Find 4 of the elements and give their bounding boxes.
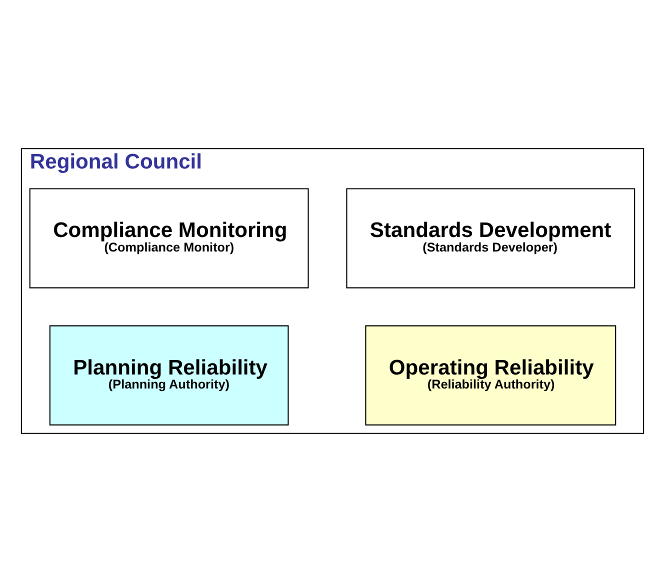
node-box: Planning Reliability (Planning Authority) [49, 324, 289, 425]
node-box: Operating Reliability (Reliability Authority) [365, 324, 616, 425]
node-box: Standards Development (Standards Developer) [346, 188, 636, 288]
node-box: Compliance Monitoring (Compliance Monitor) [29, 188, 309, 288]
